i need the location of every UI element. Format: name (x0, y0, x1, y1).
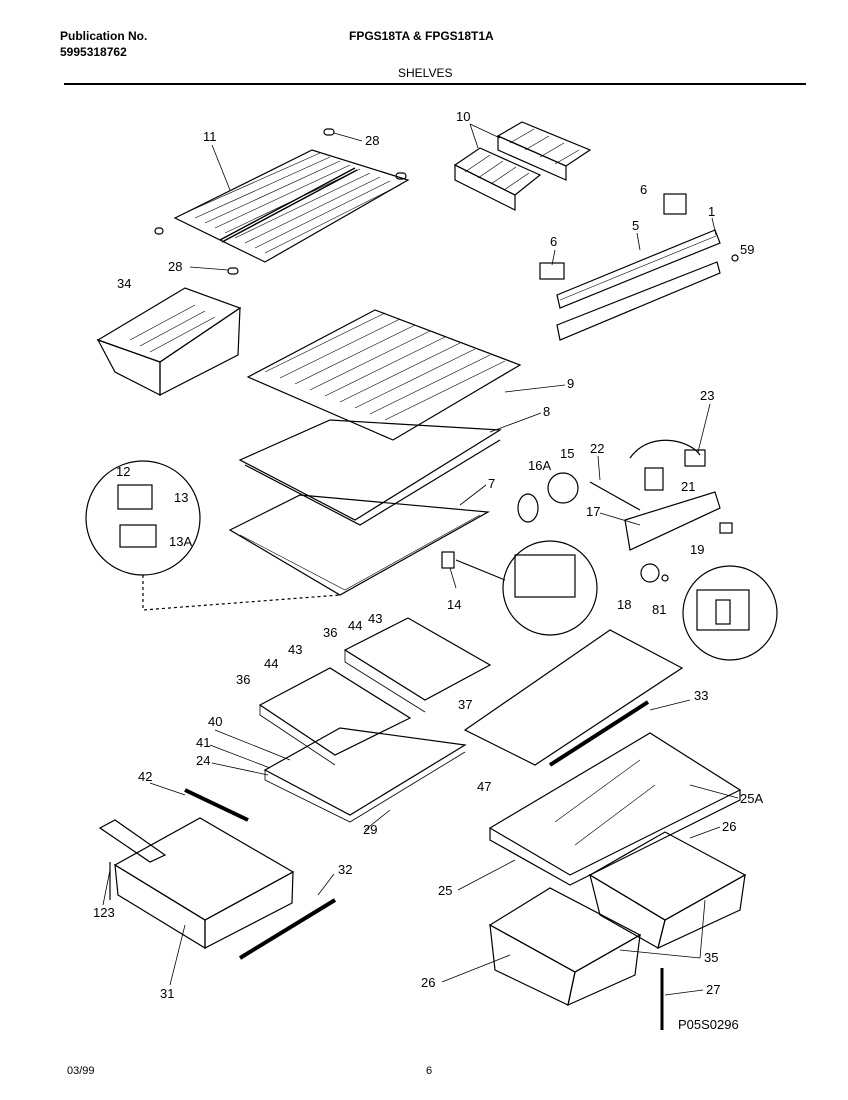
callout-16A: 16A (528, 458, 551, 473)
callout-44: 44 (264, 656, 278, 671)
bin-34 (96, 287, 242, 396)
callout-21: 21 (681, 479, 695, 494)
callout-59: 59 (740, 242, 754, 257)
callout-7: 7 (488, 476, 495, 491)
callout-41: 41 (196, 735, 210, 750)
callout-33: 33 (694, 688, 708, 703)
callout-37: 37 (458, 697, 472, 712)
callout-5: 5 (632, 218, 639, 233)
drawer-26-right (588, 831, 747, 950)
small-shelves (258, 617, 492, 766)
callout-26: 26 (722, 819, 736, 834)
rail-5 (556, 229, 721, 341)
callout-22: 22 (590, 441, 604, 456)
callout-40: 40 (208, 714, 222, 729)
detail-circle-14 (441, 540, 598, 636)
callout-6: 6 (550, 234, 557, 249)
section-title: SHELVES (398, 66, 453, 80)
callout-43: 43 (368, 611, 382, 626)
drawing-code: P05S0296 (678, 1017, 739, 1032)
callout-27: 27 (706, 982, 720, 997)
drawer-31 (98, 788, 337, 960)
drawer-26-left (488, 887, 642, 1007)
callout-42: 42 (138, 769, 152, 784)
leader-lines (102, 123, 739, 996)
callout-36: 36 (323, 625, 337, 640)
callout-44: 44 (348, 618, 362, 633)
crisper-cover-25 (488, 732, 742, 886)
callouts: 11 28 28 10 6 6 5 1 59 34 9 8 23 22 15 1… (93, 109, 763, 1001)
model-numbers: FPGS18TA & FPGS18T1A (349, 29, 494, 43)
callout-23: 23 (700, 388, 714, 403)
callout-43: 43 (288, 642, 302, 657)
detail-circle-left (85, 460, 341, 611)
cover-7 (228, 494, 490, 596)
callout-17: 17 (586, 504, 600, 519)
glass-shelf-40 (263, 727, 467, 823)
footer-date: 03/99 (67, 1065, 95, 1077)
callout-28: 28 (168, 259, 182, 274)
callout-1: 1 (708, 204, 715, 219)
callout-123: 123 (93, 905, 115, 920)
frame-8 (238, 419, 502, 526)
callout-25A: 25A (740, 791, 763, 806)
callout-29: 29 (363, 822, 377, 837)
publication-number: 5995318762 (60, 45, 127, 59)
callout-32: 32 (338, 862, 352, 877)
callout-19: 19 (690, 542, 704, 557)
callout-11: 11 (203, 129, 217, 144)
callout-14: 14 (447, 597, 461, 612)
detail-circle-19 (682, 565, 778, 661)
page-number: 6 (426, 1065, 433, 1077)
callout-15: 15 (560, 446, 574, 461)
callout-28: 28 (365, 133, 379, 148)
shelf-support-28 (154, 128, 407, 275)
callout-13: 13 (174, 490, 188, 505)
callout-18: 18 (617, 597, 631, 612)
callout-36: 36 (236, 672, 250, 687)
callout-31: 31 (160, 986, 174, 1001)
callout-35: 35 (704, 950, 718, 965)
screw-59 (731, 254, 739, 262)
callout-6: 6 (640, 182, 647, 197)
callout-8: 8 (543, 404, 550, 419)
header-rule (64, 83, 806, 85)
ice-trays-10 (453, 121, 592, 211)
callout-13A: 13A (169, 534, 192, 549)
glass-shelf-9 (246, 309, 522, 441)
callout-81: 81 (652, 602, 666, 617)
trim-33 (548, 700, 650, 767)
glass-47 (463, 629, 684, 766)
callout-24: 24 (196, 753, 210, 768)
light-assembly (517, 439, 733, 583)
callout-25: 25 (438, 883, 452, 898)
callout-26: 26 (421, 975, 435, 990)
callout-34: 34 (117, 276, 131, 291)
callout-9: 9 (567, 376, 574, 391)
wire-shelf-11 (173, 149, 410, 263)
callout-12: 12 (116, 464, 130, 479)
publication-label: Publication No. (60, 29, 148, 43)
callout-47: 47 (477, 779, 491, 794)
callout-10: 10 (456, 109, 470, 124)
